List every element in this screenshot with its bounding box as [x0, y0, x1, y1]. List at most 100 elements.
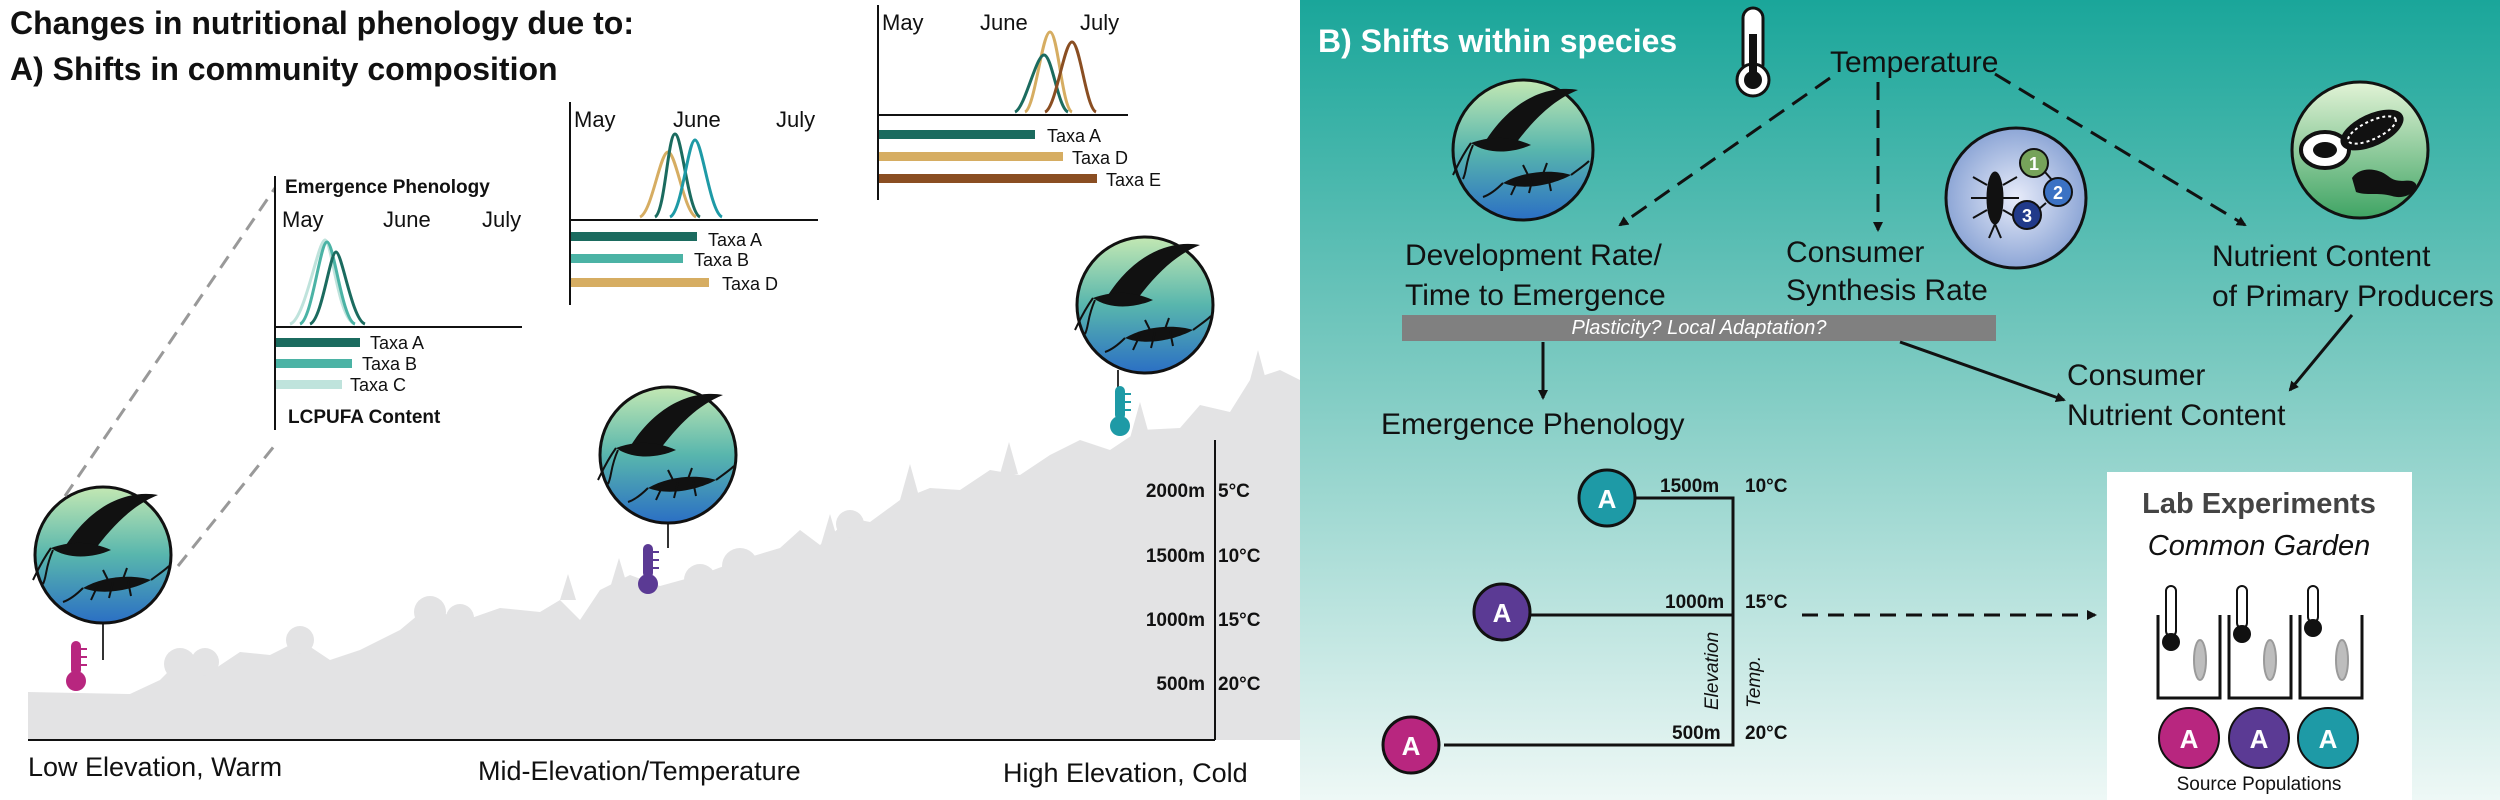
inset-mid-taxa-a: Taxa A: [708, 230, 762, 250]
thermometer-warm-icon: [65, 640, 88, 692]
bar-taxa-b: [276, 359, 352, 368]
tree-temp-1000: 15°C: [1745, 592, 1788, 613]
thermometer-mid-icon: [637, 543, 660, 595]
node-development-line2: Time to Emergence: [1405, 279, 1666, 312]
population-letter: A: [1598, 484, 1617, 514]
inset-mid-taxa-b: Taxa B: [694, 250, 749, 270]
panel-b: B) Shifts within species Temperature: [1300, 0, 2500, 800]
site-marker-high: [1074, 235, 1215, 437]
zoom-line-upper: [63, 187, 277, 497]
node-development-line1: Development Rate/: [1405, 239, 1662, 272]
bar-taxa-d: [879, 152, 1063, 161]
lab-title: Lab Experiments: [2142, 488, 2376, 520]
population-node-low: A: [1381, 715, 1441, 775]
tree-temp-500: 20°C: [1745, 723, 1788, 744]
x-label-high: High Elevation, Cold: [1003, 758, 1248, 788]
scale-elev-500: 500m: [1156, 674, 1205, 695]
site-marker-low: [32, 485, 173, 692]
step-2-icon: [2043, 177, 2073, 207]
site-marker-mid: [597, 385, 738, 595]
scale-elev-2000: 2000m: [1146, 481, 1205, 502]
inset-high-taxa-d: Taxa D: [1072, 148, 1128, 168]
plasticity-bar: [1402, 315, 1996, 341]
tree-elev-1500: 1500m: [1660, 476, 1719, 497]
scale-temp-500: 20°C: [1218, 674, 1261, 695]
x-label-mid: Mid-Elevation/Temperature: [478, 756, 801, 786]
panel-a-title-line1: Changes in nutritional phenology due to:: [10, 5, 634, 41]
alga-filament-icon: [2352, 169, 2417, 198]
inset-low-month-may: May: [282, 207, 324, 232]
population-letter: A: [1493, 598, 1512, 628]
bar-taxa-b: [571, 254, 683, 263]
insect-circle: [1451, 78, 1595, 222]
bar-taxa-e: [879, 174, 1097, 183]
scale-temp-1000: 15°C: [1218, 610, 1261, 631]
inset-mid-month-june: June: [673, 107, 721, 132]
larva-icon: [1971, 171, 2019, 239]
algae-circle: [2290, 80, 2430, 220]
tanks: [2156, 615, 2364, 700]
node-consumer-line2: Nutrient Content: [2067, 399, 2286, 432]
mountain-silhouette: [28, 324, 1500, 740]
node-synthesis-line2: Synthesis Rate: [1786, 274, 1988, 307]
step-3-label: 3: [2022, 206, 2032, 226]
curve-taxa-b: [668, 138, 724, 219]
x-label-low: Low Elevation, Warm: [28, 752, 282, 782]
tree-elev-1000: 1000m: [1665, 592, 1724, 613]
curve-taxa-a: [1014, 53, 1070, 114]
node-emergence: Emergence Phenology: [1381, 408, 1685, 441]
tree-elev-500: 500m: [1672, 723, 1721, 744]
inset-mid-taxa-d: Taxa D: [722, 274, 778, 294]
scale-elev-1000: 1000m: [1146, 610, 1205, 631]
source-populations: A A A: [2158, 707, 2359, 769]
diatom-pattern-icon: [2340, 109, 2404, 151]
curve-taxa-d: [1023, 30, 1074, 114]
panel-a-title-line2: A) Shifts in community composition: [10, 51, 558, 87]
inset-low-taxa-c: Taxa C: [350, 375, 406, 395]
population-node-mid: A: [1472, 582, 1532, 642]
step-2-label: 2: [2053, 183, 2063, 203]
panel-a: Changes in nutritional phenology due to:…: [10, 5, 1500, 788]
arrow-temp-to-nutrient: [1994, 72, 2247, 227]
inset-low-month-june: June: [383, 207, 431, 232]
tree-temp-1500: 10°C: [1745, 476, 1788, 497]
population-node-high: A: [1577, 468, 1637, 528]
arrow-temp-to-development: [1618, 76, 1831, 227]
consumer-synthesis-circle: 1 2 3: [1944, 126, 2088, 270]
step-3-icon: [2012, 200, 2042, 230]
population-tree: 1500m 10°C 1000m 15°C 500m 20°C Elevatio…: [1381, 468, 1788, 775]
inset-high-month-june: June: [980, 10, 1028, 35]
plasticity-label: Plasticity? Local Adaptation?: [1572, 317, 1828, 339]
node-synthesis-line1: Consumer: [1786, 236, 1924, 269]
solid-arrows: [1538, 314, 2354, 403]
inset-mid-month-july: July: [776, 107, 815, 132]
lab-experiments-box: Lab Experiments Common Garden: [2107, 472, 2412, 800]
curve-taxa-a: [309, 250, 366, 326]
inset-low-taxa-a: Taxa A: [370, 333, 424, 353]
axis-elevation-label: Elevation: [1702, 632, 1723, 710]
node-consumer-line1: Consumer: [2067, 359, 2205, 392]
tank-larvae: [2193, 639, 2349, 681]
thermometer-cold-icon: [1109, 385, 1132, 437]
curve-taxa-a: [653, 132, 702, 219]
thermometer-icon: [1735, 6, 1771, 98]
inset-high: May June July Taxa A Taxa D Taxa E: [877, 5, 1161, 200]
node-temperature: Temperature: [1830, 46, 1998, 79]
curve-taxa-e: [1044, 40, 1098, 114]
temperature-arrows: [1618, 72, 2247, 232]
inset-mid-month-may: May: [574, 107, 616, 132]
arrow-to-consumer-nutrient: [1899, 340, 2066, 403]
node-nutrient-line2: of Primary Producers: [2212, 280, 2494, 313]
bar-taxa-c: [276, 380, 342, 389]
inset-low: Emergence Phenology May June July Taxa A…: [274, 176, 522, 430]
inset-low-title: Emergence Phenology: [285, 177, 490, 198]
population-letter: A: [2319, 724, 2338, 754]
population-letter: A: [1402, 731, 1421, 761]
arrow-producer-to-consumer: [2288, 314, 2354, 392]
step-1-label: 1: [2029, 154, 2039, 174]
bar-taxa-a: [879, 130, 1035, 139]
scale-temp-2000: 5°C: [1218, 481, 1250, 502]
scale-elev-1500: 1500m: [1146, 546, 1205, 567]
elevation-scale: 500m 20°C 1000m 15°C 1500m 10°C 2000m 5°…: [1146, 481, 1261, 695]
